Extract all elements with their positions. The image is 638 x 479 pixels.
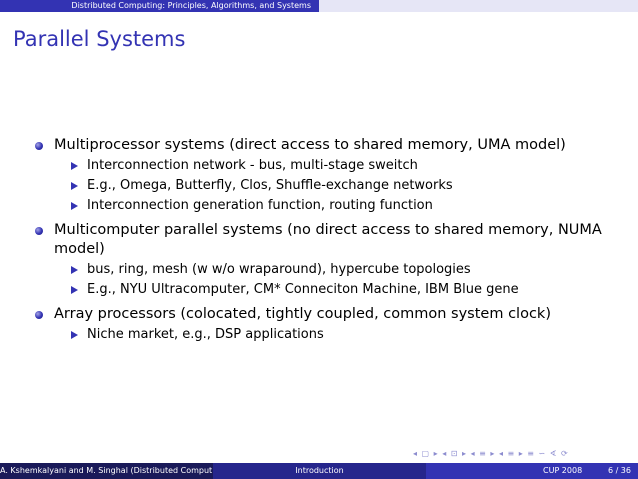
sub-bullet: Interconnection network - bus, multi-sta… bbox=[71, 156, 615, 176]
sub-bullet-text: Interconnection generation function, rou… bbox=[87, 198, 433, 213]
bullet-icon bbox=[35, 227, 43, 235]
slide-content: Multiprocessor systems (direct access to… bbox=[35, 136, 615, 345]
sub-bullet-text: bus, ring, mesh (w w/o wraparound), hype… bbox=[87, 262, 471, 277]
footer-author-box: A. Kshemkalyani and M. Singhal (Distribu… bbox=[0, 463, 213, 479]
sub-bullet: bus, ring, mesh (w w/o wraparound), hype… bbox=[71, 260, 615, 280]
sub-bullet-text: E.g., NYU Ultracomputer, CM* Conneciton … bbox=[87, 282, 519, 297]
footer-section-box: Introduction bbox=[213, 463, 426, 479]
header-bar: Distributed Computing: Principles, Algor… bbox=[0, 0, 638, 12]
triangle-bullet-icon bbox=[71, 182, 78, 190]
navigation-symbols[interactable]: ◂ ▢ ▸ ◂ ⊡ ▸ ◂ ≡ ▸ ◂ ≡ ▸ ≡ ∽ ∢ ⟳ bbox=[413, 449, 569, 458]
sub-bullet: E.g., Omega, Butterfly, Clos, Shuffle-ex… bbox=[71, 176, 615, 196]
footer-bar: A. Kshemkalyani and M. Singhal (Distribu… bbox=[0, 463, 638, 479]
header-bar-right bbox=[319, 0, 638, 12]
triangle-bullet-icon bbox=[71, 266, 78, 274]
sub-list: bus, ring, mesh (w w/o wraparound), hype… bbox=[71, 260, 615, 300]
bullet-icon bbox=[35, 142, 43, 150]
footer-page-number: 6 / 36 bbox=[607, 466, 631, 475]
bullet-text: Multicomputer parallel systems (no direc… bbox=[54, 222, 602, 257]
sub-bullet: Interconnection generation function, rou… bbox=[71, 196, 615, 216]
sub-bullet-text: Interconnection network - bus, multi-sta… bbox=[87, 158, 418, 173]
triangle-bullet-icon bbox=[71, 286, 78, 294]
header-bar-left bbox=[0, 0, 319, 12]
bullet-array-processors: Array processors (colocated, tightly cou… bbox=[35, 305, 615, 345]
sub-list: Niche market, e.g., DSP applications bbox=[71, 325, 615, 345]
footer-date-box: CUP 2008 6 / 36 bbox=[426, 463, 638, 479]
triangle-bullet-icon bbox=[71, 331, 78, 339]
header-title[interactable]: Distributed Computing: Principles, Algor… bbox=[71, 1, 311, 10]
bullet-multicomputer: Multicomputer parallel systems (no direc… bbox=[35, 221, 615, 300]
sub-list: Interconnection network - bus, multi-sta… bbox=[71, 156, 615, 216]
footer-author[interactable]: A. Kshemkalyani and M. Singhal (Distribu… bbox=[0, 466, 213, 475]
sub-bullet-text: E.g., Omega, Butterfly, Clos, Shuffle-ex… bbox=[87, 178, 453, 193]
triangle-bullet-icon bbox=[71, 162, 78, 170]
bullet-icon bbox=[35, 311, 43, 319]
sub-bullet: E.g., NYU Ultracomputer, CM* Conneciton … bbox=[71, 280, 615, 300]
sub-bullet: Niche market, e.g., DSP applications bbox=[71, 325, 615, 345]
slide-title: Parallel Systems bbox=[13, 27, 186, 51]
footer-section[interactable]: Introduction bbox=[295, 466, 344, 475]
bullet-text: Array processors (colocated, tightly cou… bbox=[54, 306, 551, 322]
triangle-bullet-icon bbox=[71, 202, 78, 210]
bullet-multiprocessor: Multiprocessor systems (direct access to… bbox=[35, 136, 615, 216]
bullet-text: Multiprocessor systems (direct access to… bbox=[54, 137, 566, 153]
footer-date: CUP 2008 bbox=[543, 466, 583, 475]
sub-bullet-text: Niche market, e.g., DSP applications bbox=[87, 327, 324, 342]
